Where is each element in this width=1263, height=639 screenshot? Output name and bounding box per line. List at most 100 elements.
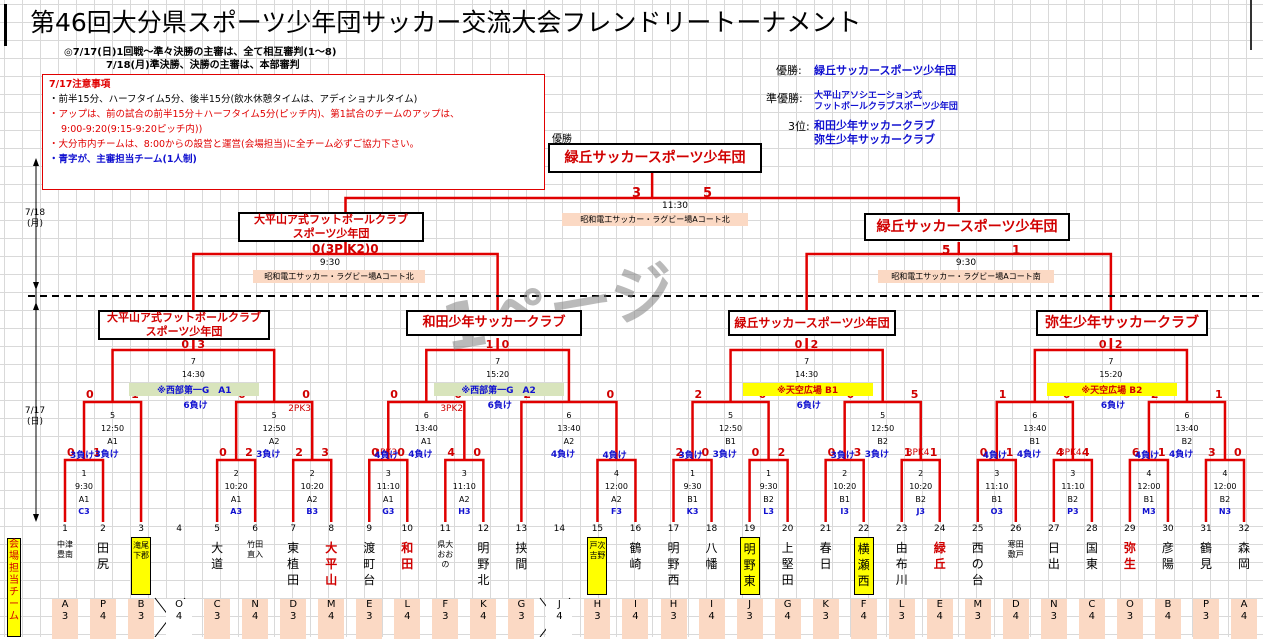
round2-pk: 2PK3 bbox=[288, 404, 311, 414]
duty-code-letter: C bbox=[213, 599, 221, 610]
duty-code-letter: I bbox=[633, 599, 637, 610]
duty-code-letter: B bbox=[1164, 599, 1172, 610]
semifinal-time: 9:30 bbox=[955, 258, 977, 268]
duty-code-number: 4 bbox=[708, 611, 715, 622]
team-number: 13 bbox=[515, 524, 528, 534]
round1-court: B2 bbox=[1219, 495, 1231, 504]
round2-time: 13:40 bbox=[557, 424, 581, 433]
round1-court: A2 bbox=[459, 495, 470, 504]
duty-code-number: 4 bbox=[632, 611, 639, 622]
round1-loser-note: 4負け bbox=[374, 451, 399, 461]
duty-code-number: 3 bbox=[442, 611, 449, 622]
round2-court: B1 bbox=[725, 437, 736, 446]
round1-match-no: 1 bbox=[766, 469, 772, 478]
referee-note-2: 7/18(月)準決勝、決勝の主審は、本部審判 bbox=[106, 60, 300, 71]
duty-code-letter: C bbox=[1088, 599, 1096, 610]
team-name: 挟間 bbox=[515, 541, 528, 571]
round1-court: B1 bbox=[839, 495, 850, 504]
quarterfinal-loser-note: 6負け bbox=[1100, 401, 1126, 411]
round1-time: 11:10 bbox=[376, 482, 400, 491]
team-name: 西の台 bbox=[971, 541, 984, 587]
duty-code-letter: J bbox=[748, 599, 752, 610]
duty-code-letter: M bbox=[326, 599, 336, 610]
duty-code-number: 4 bbox=[99, 611, 107, 622]
round1-loser-note: 3負け bbox=[70, 451, 95, 461]
team-number: 2 bbox=[100, 524, 106, 534]
round2-time: 13:40 bbox=[414, 424, 438, 433]
arrow-down-icon bbox=[33, 514, 39, 522]
quarterfinal-pool: ※西部第一G A2 bbox=[433, 383, 564, 396]
duty-code-letter: D bbox=[1011, 599, 1020, 610]
winner-label: 優勝: bbox=[776, 64, 802, 77]
quarterfinal-match-no: 7 bbox=[190, 357, 196, 366]
round1-score-right: 1 bbox=[929, 446, 938, 459]
team-number: 18 bbox=[705, 524, 718, 534]
champion-box: 緑丘サッカースポーツ少年団 bbox=[548, 143, 762, 173]
round1-referee: J3 bbox=[916, 507, 925, 516]
round1-score-left: 0 bbox=[979, 446, 988, 459]
team-name: 由布川 bbox=[895, 541, 908, 587]
duty-code-number: 3 bbox=[898, 611, 905, 622]
duty-code-number: 4 bbox=[784, 611, 791, 622]
duty-code-number: 4 bbox=[1164, 611, 1172, 622]
team-number: 9 bbox=[366, 524, 373, 534]
round1-referee: F3 bbox=[610, 507, 622, 516]
round2-loser-note: 4負け bbox=[1168, 450, 1194, 460]
round1-score-right: 0 bbox=[1234, 446, 1242, 459]
duty-code-number: 3 bbox=[518, 611, 525, 622]
team-name: 明野北 bbox=[477, 541, 490, 587]
round1-court: A2 bbox=[611, 495, 622, 504]
quarterfinal-pool: ※天空広場 B2 bbox=[1046, 383, 1177, 396]
round1-court: A1 bbox=[78, 495, 90, 504]
team-number: 31 bbox=[1200, 524, 1212, 534]
duty-code-number: 3 bbox=[1202, 611, 1210, 622]
runnerup-name: フットボールクラブスポーツ少年団 bbox=[814, 102, 958, 112]
notice-row: ・アップは、前の試合の前半15分＋ハーフタイム5分(ピッチ内)、第1試合のチーム… bbox=[49, 109, 460, 120]
runnerup-name: 大平山アソシエーション式 bbox=[814, 91, 922, 101]
quarterfinal-team-box: 和田少年サッカークラブ bbox=[406, 310, 582, 336]
quarterfinal-score-left: 0 bbox=[181, 338, 189, 351]
team-name: 戸次吉野 bbox=[587, 537, 608, 595]
team-name: 田尻 bbox=[97, 541, 110, 571]
team-name: 滝尾下郡 bbox=[131, 537, 152, 595]
duty-code-number: 3 bbox=[213, 611, 221, 622]
round1-referee: A3 bbox=[230, 507, 243, 516]
team-number: 15 bbox=[591, 524, 604, 534]
round2-match-no: 5 bbox=[109, 411, 116, 420]
final-score-left: 3 bbox=[632, 186, 642, 201]
team-number: 6 bbox=[252, 524, 259, 534]
round2-time: 12:50 bbox=[871, 424, 895, 433]
quarterfinal-score-left: 1 bbox=[485, 338, 494, 351]
third-name: 弥生少年サッカークラブ bbox=[814, 133, 935, 146]
round2-score-left: 0 bbox=[86, 388, 94, 401]
round2-loser-note: 3負け bbox=[94, 450, 119, 460]
duty-code-letter: F bbox=[860, 599, 867, 610]
round1-loser-note: 4負け bbox=[1134, 451, 1160, 461]
round1-time: 11:10 bbox=[452, 482, 476, 491]
duty-code-number: 4 bbox=[1012, 611, 1019, 622]
duty-code-number: 4 bbox=[1088, 611, 1096, 622]
duty-code-number: 4 bbox=[480, 611, 487, 622]
quarterfinal-time: 15:20 bbox=[486, 370, 510, 379]
duty-code-number: 4 bbox=[860, 611, 867, 622]
team-name: 日出 bbox=[1047, 541, 1060, 571]
duty-code-letter: L bbox=[404, 599, 411, 610]
quarterfinal-loser-note: 6負け bbox=[796, 401, 821, 411]
round1-score-right: 1 bbox=[1157, 446, 1166, 459]
round1-court: A1 bbox=[230, 495, 242, 504]
team-name: 彦陽 bbox=[1161, 541, 1174, 571]
notice-row: 9:00-9:20(9:15-9:20ピッチ内)) bbox=[61, 124, 203, 135]
round1-score-left: 0 bbox=[751, 446, 760, 459]
round1-score-left: 2 bbox=[295, 446, 303, 459]
duty-code-letter: P bbox=[100, 599, 107, 610]
team-number: 17 bbox=[667, 524, 680, 534]
round2-score-left: 0 bbox=[390, 388, 398, 401]
